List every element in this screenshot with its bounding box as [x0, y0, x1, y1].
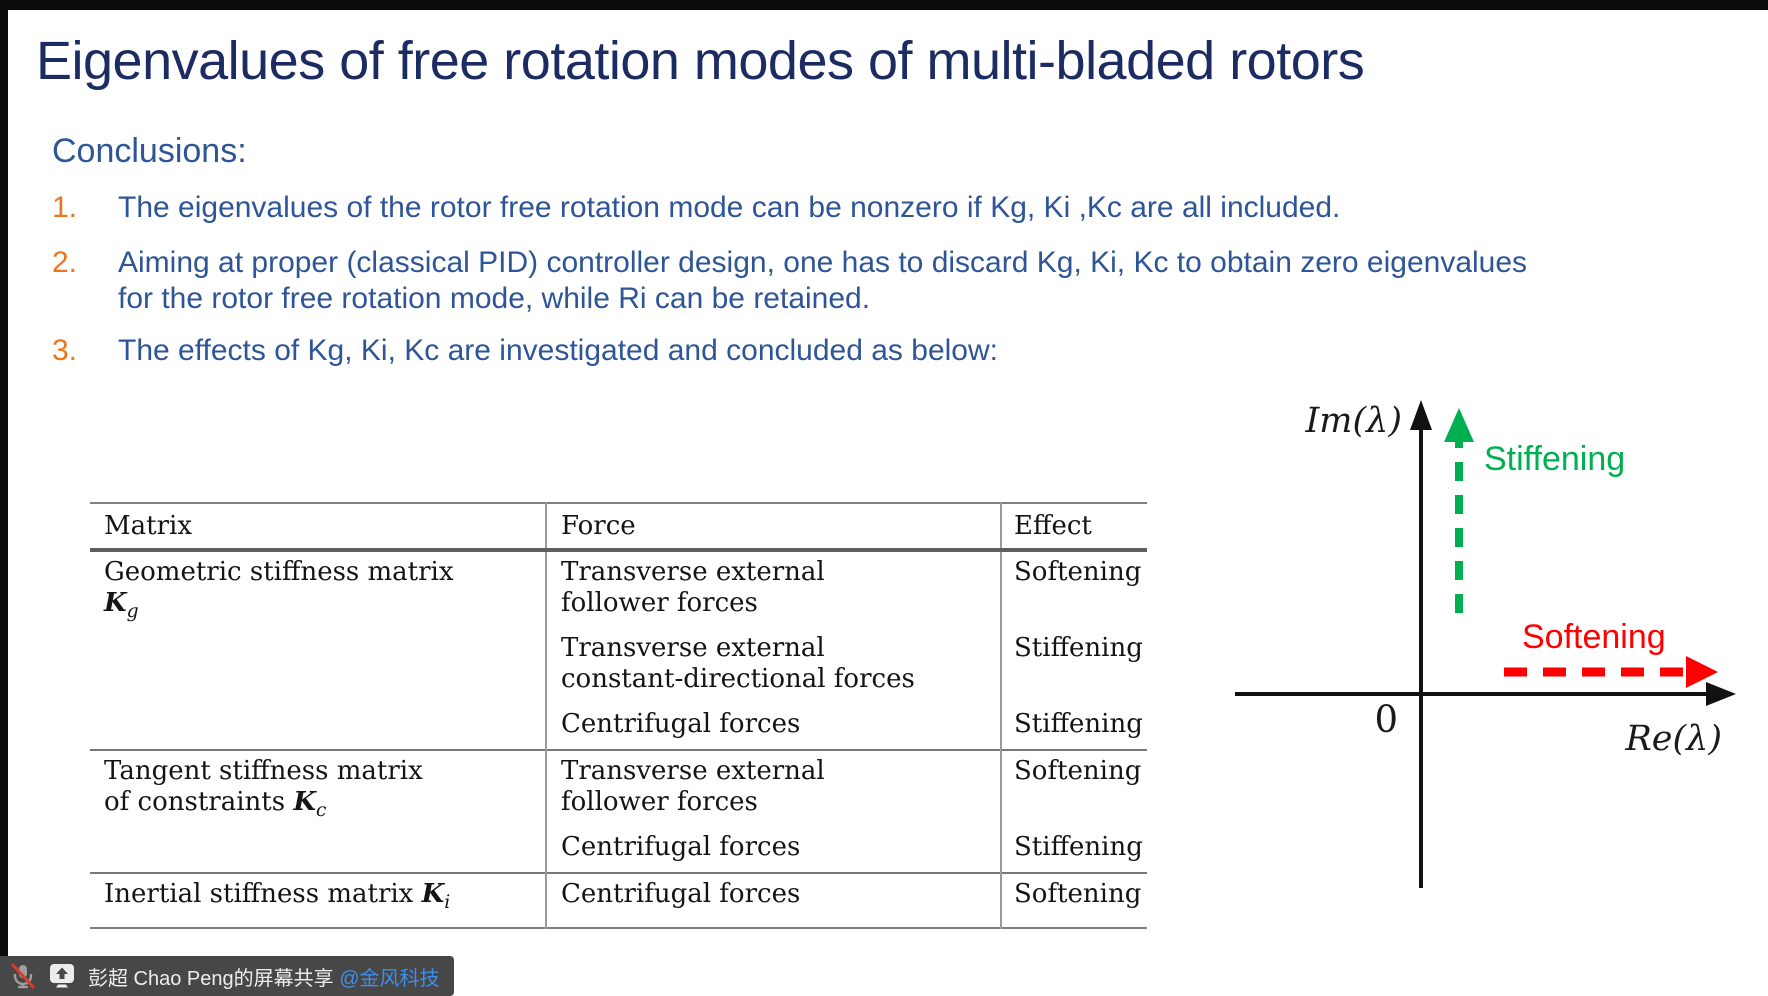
screen-share-bar[interactable]: 彭超 Chao Peng的屏幕共享 @金风科技	[0, 956, 454, 996]
window-left-border	[0, 0, 8, 996]
table-header-force: Force	[545, 503, 1001, 552]
table-row: Centrifugal forces Stiffening	[90, 827, 1147, 873]
stiffening-label: Stiffening	[1484, 440, 1625, 478]
results-table: Matrix Force Effect Geometric stiffness …	[90, 502, 1147, 930]
item-number: 2.	[52, 246, 78, 279]
table-header-row: Matrix Force Effect	[90, 503, 1147, 552]
item-number: 1.	[52, 191, 78, 224]
matrix-symbol: Ki	[421, 879, 451, 914]
effect-cell: Stiffening	[1000, 827, 1147, 873]
effect-cell: Softening	[1000, 550, 1147, 628]
force-line: follower forces	[561, 588, 758, 618]
force-line: Centrifugal forces	[561, 709, 801, 739]
force-line: Transverse external	[561, 756, 825, 786]
item-text: The effects of Kg, Ki, Kc are investigat…	[118, 334, 998, 367]
im-axis-arrowhead	[1410, 400, 1432, 430]
matrix-line: Inertial stiffness matrix Ki	[104, 879, 451, 914]
matrix-symbol: Kg	[104, 588, 139, 623]
matrix-line: of constraints Kc	[104, 787, 327, 822]
effect-cell: Stiffening	[1000, 704, 1147, 750]
stiffening-arrowhead	[1444, 408, 1474, 442]
matrix-line: Geometric stiffness matrix	[104, 557, 454, 587]
slide-title: Eigenvalues of free rotation modes of mu…	[36, 31, 1365, 91]
matrix-symbol: Kc	[293, 787, 327, 822]
effect-cell: Softening	[1000, 749, 1147, 827]
eigenvalue-plane-diagram: Im(λ) Re(λ) 0 Stiffening Softening	[1235, 400, 1736, 888]
share-mention-link[interactable]: @金风科技	[339, 967, 440, 990]
re-axis-arrowhead	[1706, 682, 1736, 706]
matrix-line: Tangent stiffness matrix	[104, 756, 423, 786]
matrix-line: Kg	[104, 588, 537, 627]
force-cell: Centrifugal forces	[545, 871, 1001, 929]
re-axis-label: Re(λ)	[1624, 719, 1722, 759]
force-cell: Centrifugal forces	[545, 704, 1001, 750]
force-line: Centrifugal forces	[561, 832, 801, 862]
conclusions-heading: Conclusions:	[52, 132, 247, 170]
item-text: Aiming at proper (classical PID) control…	[118, 246, 1528, 315]
im-axis-label: Im(λ)	[1304, 401, 1402, 441]
force-line: follower forces	[561, 787, 758, 817]
force-line: Transverse external	[561, 557, 825, 587]
table-row: Inertial stiffness matrix Ki Centrifugal …	[90, 871, 1147, 929]
conclusion-item-2: 2. Aiming at proper (classical PID) cont…	[52, 245, 1548, 317]
softening-arrowhead	[1686, 656, 1718, 688]
table-header-effect: Effect	[1000, 503, 1147, 552]
force-line: Transverse external	[561, 633, 825, 663]
force-cell: Centrifugal forces	[545, 827, 1001, 873]
softening-label: Softening	[1522, 618, 1666, 656]
effect-cell: Stiffening	[1000, 628, 1147, 704]
origin-label: 0	[1374, 698, 1398, 741]
item-text: The eigenvalues of the rotor free rotati…	[118, 191, 1341, 224]
table-header-matrix: Matrix	[90, 503, 546, 552]
conclusion-item-1: 1. The eigenvalues of the rotor free rot…	[52, 190, 1548, 226]
table-row: Centrifugal forces Stiffening	[90, 704, 1147, 750]
matrix-cell: Inertial stiffness matrix Ki	[90, 871, 546, 929]
force-line: constant-directional forces	[561, 664, 915, 694]
mic-muted-icon	[10, 962, 36, 990]
effect-cell: Softening	[1000, 871, 1147, 929]
share-text: 彭超 Chao Peng的屏幕共享	[88, 967, 340, 990]
conclusion-item-3: 3. The effects of Kg, Ki, Kc are investi…	[52, 333, 1548, 369]
window-top-border	[0, 0, 1768, 10]
force-line: Centrifugal forces	[561, 879, 801, 909]
item-number: 3.	[52, 334, 78, 367]
screen-share-icon	[50, 964, 74, 988]
